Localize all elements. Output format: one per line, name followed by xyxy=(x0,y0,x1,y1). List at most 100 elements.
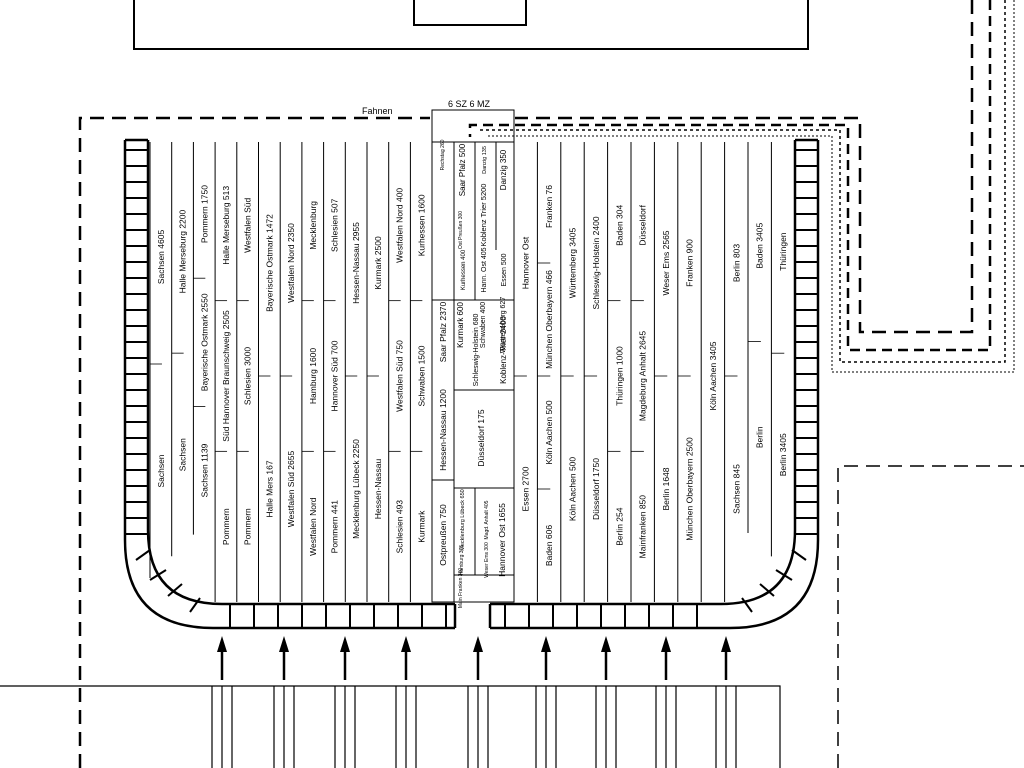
center-label: Düsseldorf 175 xyxy=(476,409,486,466)
arrow-head xyxy=(601,636,611,652)
dashed-boundaries xyxy=(78,0,1024,768)
border-ticks xyxy=(125,149,818,628)
column-label: Kurmark 2500 xyxy=(373,236,383,290)
column-label: Hessen-Nassau 2955 xyxy=(351,222,361,304)
column-label: Pommern xyxy=(221,508,231,545)
column-label: Halle Mers 167 xyxy=(264,460,274,517)
border-tick xyxy=(189,597,201,613)
u-border xyxy=(123,138,820,630)
column-label: Baden 3405 xyxy=(755,223,765,269)
column-label: Hamburg 1600 xyxy=(308,348,318,405)
column-label: Mainfranken 850 xyxy=(638,495,648,559)
column-label: Hannover Süd 700 xyxy=(329,340,339,411)
column-label: Süd Hannover Braunschweig 2505 xyxy=(221,310,231,442)
column-label: Magdeburg Anhalt 2645 xyxy=(638,331,648,422)
top-building xyxy=(133,0,809,50)
column-label: Franken 76 xyxy=(544,185,554,228)
column-label: Weser Ems 2565 xyxy=(661,230,671,295)
column-label: Düsseldorf xyxy=(638,204,648,245)
arrow-head xyxy=(217,636,227,652)
center-label: Kurhessen 400 xyxy=(461,249,467,290)
center-block xyxy=(431,141,515,603)
center-label: Hann. Ost 405 xyxy=(481,247,488,292)
arrow-head xyxy=(661,636,671,652)
stand-lines xyxy=(211,686,737,768)
column-label: Berlin 3405 xyxy=(778,433,788,476)
column-label: Berlin 803 xyxy=(731,244,741,283)
column-label: München Oberbayern 466 xyxy=(544,270,554,369)
border-tick xyxy=(167,583,183,597)
center-label: Saar Pfalz 500 xyxy=(458,143,467,196)
arrow-head xyxy=(473,636,483,652)
center-label: Schleswig-Holstein 680 xyxy=(473,314,480,387)
center-label: Württem-berg 627 xyxy=(500,297,507,354)
column-label: Köln Aachen 500 xyxy=(544,400,554,465)
column-label: Essen 2700 xyxy=(521,466,531,511)
center-label: Kurmark 600 xyxy=(456,302,465,348)
column-label: Kurhessen 1600 xyxy=(416,194,426,256)
arrow-head xyxy=(721,636,731,652)
center-label: Koblenz-Trier 2400 xyxy=(499,316,508,384)
center-label: Ost Preußen 300 xyxy=(458,211,464,249)
center-label: Danzig 350 xyxy=(499,149,508,190)
column-label: Pommern 1750 xyxy=(199,185,209,243)
center-label: Schwaben 400 xyxy=(480,302,487,348)
column-label: Baden 304 xyxy=(614,205,624,246)
column-label: Berlin 1648 xyxy=(661,467,671,510)
column-label: Sachsen xyxy=(178,438,188,471)
column-label: Westfalen Süd xyxy=(243,198,253,253)
column-label: Schleswig-Holstein 2400 xyxy=(591,216,601,309)
column-label: Hessen-Nassau xyxy=(373,458,383,519)
center-label: Danzig 135 xyxy=(482,146,488,174)
center-label: Rechstag 260 xyxy=(440,139,446,170)
center-label: Hamburg 375 xyxy=(459,545,465,576)
column-label: Schlesien 507 xyxy=(329,198,339,252)
column-label: Sachsen 845 xyxy=(731,464,741,514)
column-label: Berlin xyxy=(755,426,765,448)
border-tick xyxy=(741,597,753,613)
column-label: Schwaben 1500 xyxy=(416,345,426,406)
column-label: Thüringen xyxy=(778,232,788,271)
column-label: Düsseldorf 1750 xyxy=(591,458,601,520)
center-label: Hannover Ost 1655 xyxy=(497,503,507,577)
arrow-head xyxy=(541,636,551,652)
border-tick xyxy=(775,569,793,581)
column-label: Westfalen Nord 2350 xyxy=(286,223,296,303)
column-label: Schlesien 3000 xyxy=(243,347,253,405)
column-label: Sachsen xyxy=(156,454,166,487)
column-label: Westfalen Süd 2655 xyxy=(286,451,296,528)
border-tick xyxy=(149,569,167,581)
column-label: Bayerische Ostmark 1472 xyxy=(264,214,274,312)
column-label: Halle Merseburg 513 xyxy=(221,186,231,265)
border-tick xyxy=(791,549,807,561)
column-label: Mecklenburg xyxy=(308,201,318,250)
column-label: Mecklenburg Lübeck 2250 xyxy=(351,439,361,539)
column-label: Westfalen Nord 400 xyxy=(395,188,405,263)
column-label: Westfalen Nord xyxy=(308,497,318,556)
bottom-stands xyxy=(0,685,781,768)
center-label: Saar Pfalz 2370 xyxy=(438,301,448,362)
arrow-head xyxy=(340,636,350,652)
column-label: Halle Merseburg 2200 xyxy=(178,209,188,293)
center-label: Koblenz Trier 5200 xyxy=(479,184,488,247)
column-label: Westfalen Süd 750 xyxy=(395,340,405,412)
arrows xyxy=(217,636,731,680)
center-label: Weser Ems 300 xyxy=(484,542,490,578)
column-label: Franken 900 xyxy=(685,239,695,287)
arrow-head xyxy=(279,636,289,652)
column-label: Baden 606 xyxy=(544,525,554,566)
column-label: Schlesien 493 xyxy=(395,500,405,554)
border-tick xyxy=(759,583,775,597)
column-label: Thüringen 1000 xyxy=(614,346,624,406)
center-label: Hessen-Nassau 1200 xyxy=(438,389,448,471)
column-label: Pommern 441 xyxy=(329,500,339,554)
center-label: Main Franken 300 xyxy=(458,568,464,609)
fahnen-label: Fahnen xyxy=(362,106,393,116)
column-label: Sachsen 4605 xyxy=(156,230,166,285)
column-label: München Oberbayern 2500 xyxy=(685,437,695,541)
center-label: Magd. Anhalt 405 xyxy=(484,500,490,539)
border-tick xyxy=(135,549,151,561)
